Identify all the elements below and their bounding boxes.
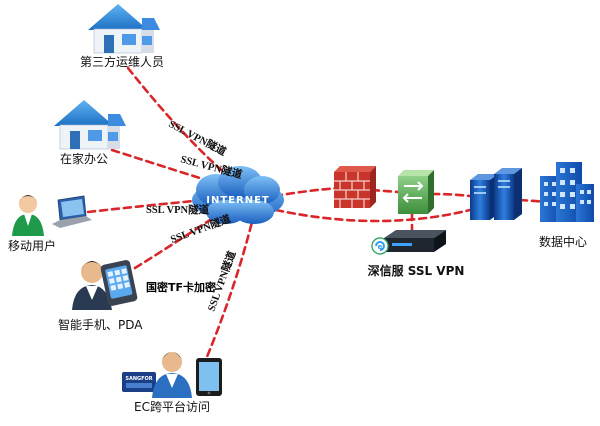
sangfor-logo-text: SANGFOR bbox=[125, 376, 152, 382]
mobile-user-label: 移动用户 bbox=[8, 238, 56, 253]
internet-label: INTERNET bbox=[206, 195, 269, 206]
tunnel-line-smartphone bbox=[133, 210, 224, 270]
tunnel-lines bbox=[86, 66, 550, 380]
smartphone-user-person-icon bbox=[72, 261, 112, 310]
tablet-icon bbox=[196, 358, 222, 396]
data-center-label: 数据中心 bbox=[539, 234, 587, 249]
ec-cross-platform-label: EC跨平台访问 bbox=[134, 399, 210, 414]
home-office-house-icon bbox=[54, 100, 126, 150]
tunnel-line-mobile-user bbox=[86, 198, 207, 214]
tunnel-label-mobile-user: SSL VPN隧道 bbox=[146, 203, 210, 216]
tunnel-line-cloud-firewall bbox=[273, 186, 342, 198]
home-office-label: 在家办公 bbox=[60, 151, 108, 166]
mobile-user-person-icon bbox=[12, 195, 44, 236]
sangfor-card-icon: SANGFOR bbox=[122, 372, 156, 392]
tunnel-line-firewall-switch bbox=[370, 188, 400, 194]
servers-icon bbox=[470, 168, 522, 220]
firewall-icon bbox=[334, 166, 376, 208]
internet-cloud-icon: INTERNET bbox=[192, 166, 284, 224]
svg-text:e: e bbox=[378, 243, 383, 251]
tunnel-line-switch-servers bbox=[430, 192, 472, 198]
smartphone-pda-label: 智能手机、PDA bbox=[58, 317, 143, 332]
third-party-ops-label: 第三方运维人员 bbox=[80, 54, 164, 69]
third-party-ops-house-icon bbox=[88, 4, 160, 54]
laptop-icon bbox=[52, 195, 92, 228]
gm-tf-card-label: 国密TF卡加密 bbox=[146, 280, 216, 294]
tunnel-label-third-party: SSL VPN隧道 bbox=[167, 117, 229, 158]
pda-device-icon bbox=[100, 260, 138, 306]
sangfor-vpn-label: 深信服 SSL VPN bbox=[368, 263, 465, 278]
ec-user-person-icon bbox=[152, 352, 192, 398]
tunnel-line-third-party bbox=[126, 66, 237, 184]
tunnel-line-ec bbox=[196, 220, 254, 380]
tunnel-label-smartphone: SSL VPN隧道 bbox=[169, 212, 233, 246]
data-center-buildings-icon bbox=[540, 162, 594, 222]
sangfor-vpn-appliance-icon: e bbox=[371, 230, 446, 255]
core-switch-icon bbox=[398, 170, 434, 214]
tunnel-line-cloud-servers-low bbox=[274, 208, 472, 223]
